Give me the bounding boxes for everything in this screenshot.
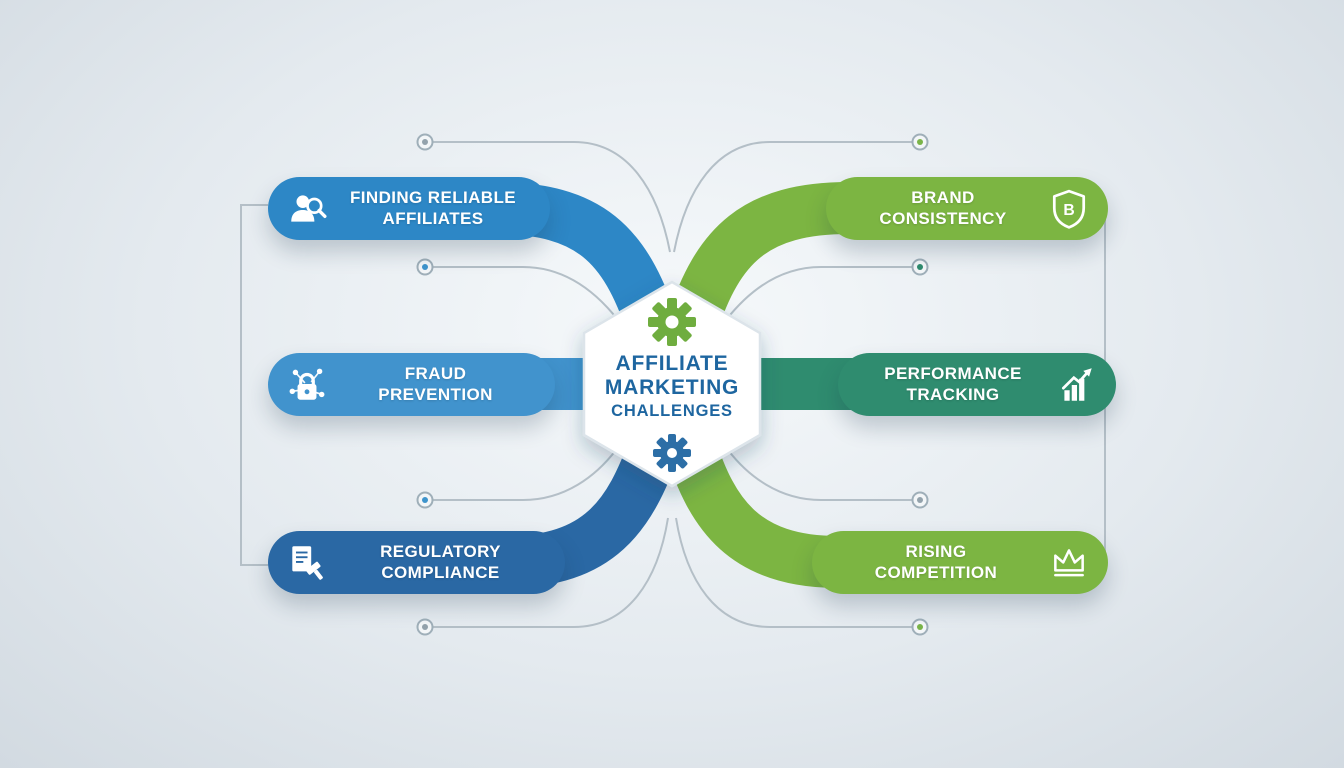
line-bottom-left: [433, 517, 669, 628]
node-dot: [911, 618, 929, 636]
network-lock-icon: [284, 364, 330, 406]
center-title-line3: CHALLENGES: [611, 402, 733, 421]
person-search-icon: [284, 188, 330, 230]
branch-label: PERFORMANCE TRACKING: [884, 363, 1022, 404]
node-dot: [416, 618, 434, 636]
node-dot: [416, 491, 434, 509]
branch-label: FINDING RELIABLE AFFILIATES: [349, 187, 516, 228]
gavel-document-icon: [284, 542, 330, 584]
node-dot: [416, 258, 434, 276]
line-bottom-right: [675, 517, 912, 628]
center-title: AFFILIATE MARKETING CHALLENGES: [577, 352, 767, 421]
performance-chart-icon: [1054, 364, 1100, 406]
branch-fraud-prevention: FRAUD PREVENTION: [268, 353, 555, 416]
line-lower-right: [727, 449, 912, 501]
branch-brand-consistency: BRAND CONSISTENCY B: [826, 177, 1108, 240]
swoosh-top-right: [666, 182, 875, 351]
branch-label: FRAUD PREVENTION: [378, 363, 493, 404]
branch-rising-competition: RISING COMPETITION: [812, 531, 1108, 594]
line-upper-left: [433, 266, 619, 321]
gear-icon-top: [648, 298, 696, 346]
bracket-left: [240, 204, 268, 566]
connector-nodes: [416, 133, 929, 636]
center-title-line1: AFFILIATE: [615, 352, 729, 375]
branch-label: RISING COMPETITION: [874, 541, 998, 582]
node-dot: [911, 133, 929, 151]
gear-icon-bottom: [653, 434, 691, 472]
center-title-line2: MARKETING: [604, 375, 740, 399]
brand-letter: B: [1063, 201, 1074, 218]
branch-performance-tracking: PERFORMANCE TRACKING: [838, 353, 1116, 416]
branch-regulatory-compliance: REGULATORY COMPLIANCE: [268, 531, 565, 594]
node-dot: [911, 258, 929, 276]
branch-finding-reliable-affiliates: FINDING RELIABLE AFFILIATES: [268, 177, 550, 240]
node-dot: [911, 491, 929, 509]
line-upper-right: [725, 266, 912, 321]
branch-label: REGULATORY COMPLIANCE: [380, 541, 501, 582]
center-hexagon: [582, 280, 762, 488]
line-top-right: [673, 141, 912, 253]
line-lower-left: [433, 449, 617, 501]
branch-label: BRAND CONSISTENCY: [879, 187, 1007, 228]
line-top-left: [433, 141, 671, 253]
crown-icon: [1046, 542, 1092, 584]
node-dot: [416, 133, 434, 151]
brand-shield-icon: B: [1046, 188, 1092, 230]
